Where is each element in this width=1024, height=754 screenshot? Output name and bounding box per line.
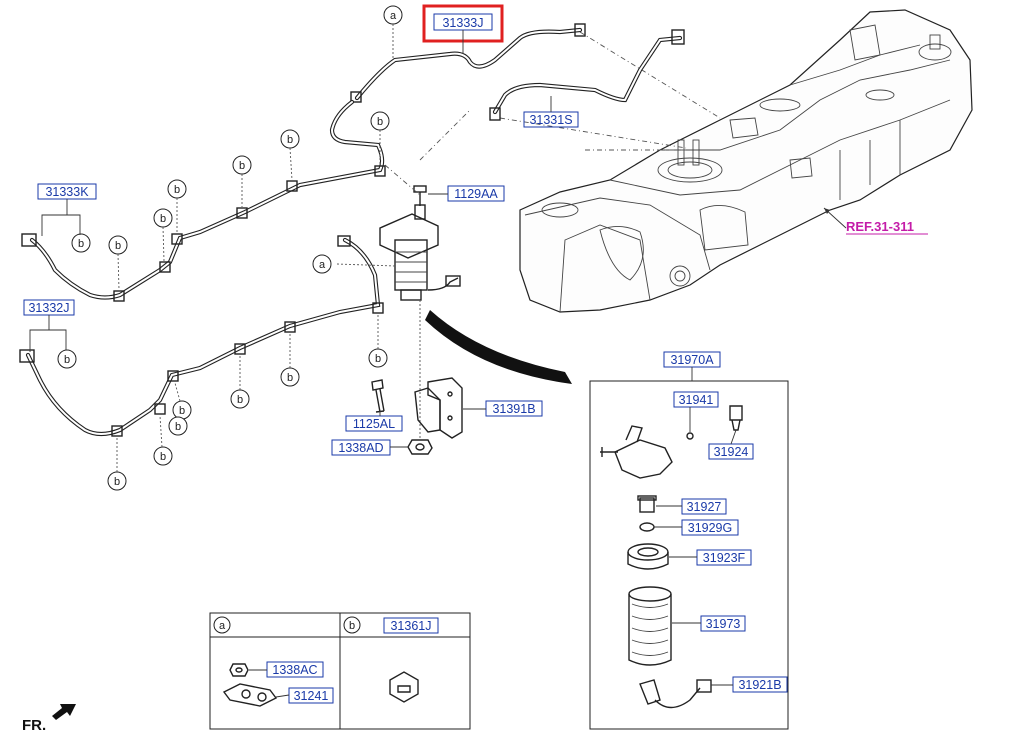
label-31929g[interactable]: 31929G [688, 521, 732, 535]
callout-a[interactable]: a [312, 254, 332, 274]
nut-1338ad [407, 439, 433, 455]
label-31333k[interactable]: 31333K [45, 185, 89, 199]
leader-line [162, 226, 165, 262]
fuel-tank [519, 9, 973, 313]
label-31331s[interactable]: 31331S [529, 113, 572, 127]
leader-line [419, 109, 471, 161]
label-31921b[interactable]: 31921B [738, 678, 781, 692]
part-labels: 31333J 31331S 31333K 1129AA 31332J REF.3… [23, 4, 928, 456]
callout-b[interactable]: b [108, 235, 128, 255]
leader-line [499, 117, 687, 149]
svg-text:b: b [160, 451, 166, 463]
label-31923f[interactable]: 31923F [703, 551, 746, 565]
label-1338ac[interactable]: 1338AC [272, 663, 317, 677]
svg-text:b: b [114, 476, 120, 488]
svg-text:b: b [287, 134, 293, 146]
svg-text:b: b [179, 405, 185, 417]
label-31333j[interactable]: 31333J [442, 16, 483, 30]
label-1125al[interactable]: 1125AL [353, 417, 395, 431]
legend-col-a: a [219, 620, 226, 632]
legend-col-b: b [349, 620, 355, 632]
svg-text:b: b [160, 213, 166, 225]
svg-text:b: b [377, 116, 383, 128]
callout-b[interactable]: b [368, 348, 388, 368]
label-31332j[interactable]: 31332J [28, 301, 69, 315]
pipe-31333j [350, 23, 586, 103]
label-31924[interactable]: 31924 [714, 445, 749, 459]
leader-line [174, 382, 181, 402]
bolt-1125al [371, 379, 385, 413]
callout-b[interactable]: b [172, 400, 192, 420]
callouts: a a b b b b b b b b b b b b b b b [57, 5, 403, 491]
callout-b[interactable]: b [232, 155, 252, 175]
svg-text:b: b [287, 372, 293, 384]
svg-text:b: b [175, 421, 181, 433]
leader-line [384, 164, 421, 196]
svg-text:b: b [78, 238, 84, 250]
svg-text:b: b [115, 240, 121, 252]
leader-line [117, 253, 120, 291]
front-direction-marker: FR. [22, 704, 76, 734]
fuel-filter-assembly [379, 185, 461, 301]
callout-b[interactable]: b [370, 111, 390, 131]
legend-callout-b [343, 616, 361, 634]
svg-text:a: a [390, 10, 397, 22]
pipe-31333k [21, 99, 386, 302]
label-1129aa[interactable]: 1129AA [454, 187, 498, 201]
callout-b[interactable]: b [153, 446, 173, 466]
label-31361j[interactable]: 31361J [390, 619, 431, 633]
label-31973[interactable]: 31973 [706, 617, 741, 631]
svg-text:b: b [64, 354, 70, 366]
pipe-31332j [19, 235, 384, 437]
callout-a[interactable]: a [383, 5, 403, 25]
callout-b[interactable]: b [230, 389, 250, 409]
detail-box-31970a: 31970A 31941 31924 31927 31929G 31923F [589, 351, 789, 730]
leader-line [336, 263, 396, 267]
label-ref-31-311[interactable]: REF.31-311 [846, 219, 914, 234]
front-arrow-icon [52, 704, 76, 720]
pipe-31331s [489, 29, 685, 121]
callout-b[interactable]: b [153, 208, 173, 228]
svg-text:b: b [237, 394, 243, 406]
svg-text:b: b [375, 353, 381, 365]
leader-line [289, 147, 293, 181]
callout-b[interactable]: b [168, 416, 188, 436]
legend-callout-a [213, 616, 231, 634]
label-31927[interactable]: 31927 [687, 500, 722, 514]
callout-b[interactable]: b [57, 349, 77, 369]
svg-text:b: b [174, 184, 180, 196]
label-31970a[interactable]: 31970A [670, 353, 714, 367]
callout-b[interactable]: b [107, 471, 127, 491]
label-31241[interactable]: 31241 [294, 689, 329, 703]
svg-text:b: b [239, 160, 245, 172]
label-31941[interactable]: 31941 [679, 393, 714, 407]
svg-text:a: a [319, 259, 326, 271]
bracket-31391b [414, 377, 463, 439]
callout-b[interactable]: b [71, 233, 91, 253]
detail-arrow [425, 310, 572, 384]
callout-b[interactable]: b [280, 367, 300, 387]
label-31391b[interactable]: 31391B [492, 402, 535, 416]
callout-b[interactable]: b [280, 129, 300, 149]
legend-table: a b 31361J 1338AC 31241 [209, 612, 471, 730]
front-label: FR. [22, 717, 46, 734]
leader-line [579, 31, 721, 119]
label-1338ad[interactable]: 1338AD [338, 441, 383, 455]
callout-b[interactable]: b [167, 179, 187, 199]
leader-line [159, 415, 163, 448]
